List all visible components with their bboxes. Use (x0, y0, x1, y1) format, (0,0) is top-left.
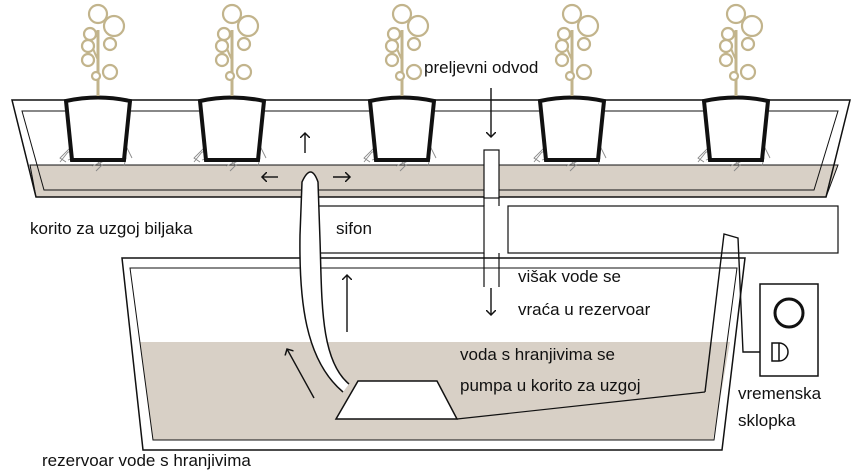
tray-water (29, 164, 839, 198)
label-reservoir: rezervoar vode s hranjivima (42, 451, 251, 470)
flower-bud (405, 63, 423, 81)
plant-1 (59, 3, 133, 172)
flower-bud (739, 63, 757, 81)
flower-bud (391, 3, 413, 25)
drain-label-box (507, 205, 839, 254)
flower-bud (214, 38, 230, 54)
timer-cable (704, 233, 772, 393)
pump-cable (456, 391, 706, 420)
overflow-drain-pipe (483, 149, 500, 287)
flower-bud (102, 14, 126, 38)
plants (59, 3, 771, 172)
label-nutrient-pump-2: pumpa u korito za uzgoj (460, 376, 641, 395)
flower-bud (718, 38, 734, 54)
reservoir-inner-rim (129, 267, 738, 441)
label-overflow-drain: preljevni odvod (424, 58, 538, 77)
flower-bud (740, 36, 756, 52)
flower-bud (576, 14, 600, 38)
labels: preljevni odvod korito za uzgoj biljaka … (30, 58, 822, 470)
flower-bud (384, 38, 400, 54)
flower-bud (384, 52, 400, 68)
flower-bud (740, 14, 764, 38)
flower-bud (564, 70, 576, 82)
supply-pipe (299, 171, 350, 393)
label-excess-water-1: višak vode se (518, 267, 621, 286)
flower-bud (720, 26, 736, 42)
flow-arrows (262, 88, 491, 399)
flower-bud (82, 26, 98, 42)
flower-bud (90, 70, 102, 82)
flower-bud (406, 14, 430, 38)
arrow-pipe-diagonal (287, 349, 315, 399)
flower-bud (406, 36, 422, 52)
flower-bud (575, 63, 593, 81)
label-siphon: sifon (336, 219, 372, 238)
plant-pot (197, 95, 267, 162)
flower-bud (561, 3, 583, 25)
plant-2 (193, 3, 267, 172)
plant-4 (533, 3, 607, 172)
reservoir (121, 257, 746, 451)
flower-bud (101, 63, 119, 81)
label-timer-1: vremenska (738, 384, 822, 403)
flower-bud (221, 3, 243, 25)
plant-pot (63, 95, 133, 162)
growing-tray (11, 99, 851, 198)
flower-bud (576, 36, 592, 52)
flower-bud (224, 70, 236, 82)
flower-bud (554, 52, 570, 68)
timer-device (759, 283, 819, 377)
flower-bud (725, 3, 747, 25)
label-excess-water-2: vraća u rezervoar (518, 300, 651, 319)
plant-pot (537, 95, 607, 162)
plant-pot (367, 95, 437, 162)
flower-bud (214, 52, 230, 68)
flower-bud (102, 36, 118, 52)
flower-bud (394, 70, 406, 82)
siphon-label-box (317, 205, 485, 254)
flower-bud (386, 26, 402, 42)
flower-bud (554, 38, 570, 54)
flower-bud (235, 63, 253, 81)
label-nutrient-pump-1: voda s hranjivima se (460, 345, 615, 364)
flower-bud (718, 52, 734, 68)
timer-dial-icon (773, 297, 805, 329)
pump (334, 380, 459, 420)
plant-pot (701, 95, 771, 162)
flower-bud (728, 70, 740, 82)
flower-bud (236, 14, 260, 38)
plant-3 (363, 3, 437, 172)
label-growing-tray: korito za uzgoj biljaka (30, 219, 193, 238)
label-timer-2: sklopka (738, 411, 796, 430)
flower-bud (80, 52, 96, 68)
flower-bud (87, 3, 109, 25)
timer-plug-icon (771, 342, 789, 362)
flower-bud (216, 26, 232, 42)
reservoir-outline (121, 257, 746, 451)
flower-bud (556, 26, 572, 42)
flower-bud (80, 38, 96, 54)
flower-bud (236, 36, 252, 52)
plant-5 (697, 3, 771, 172)
